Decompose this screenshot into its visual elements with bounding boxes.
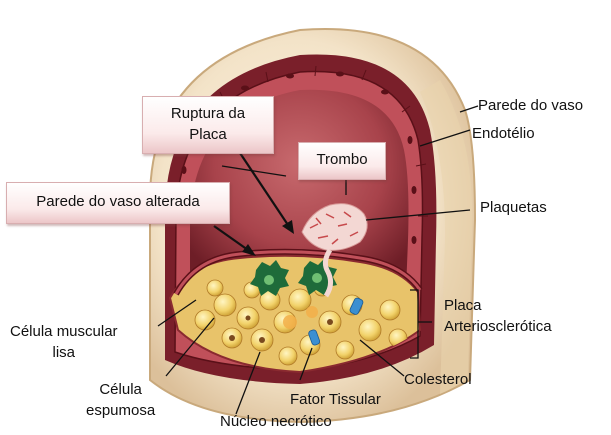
label-plaquetas: Plaquetas <box>480 198 547 217</box>
ruptura-line-1: Ruptura da <box>143 103 273 124</box>
celula-muscular-line-1: Célula muscular <box>10 322 118 341</box>
label-endotelio: Endotélio <box>472 124 535 143</box>
label-parede-alterada: Parede do vaso alterada <box>6 182 230 224</box>
label-fator-tissular: Fator Tissular <box>290 390 381 409</box>
label-ruptura-placa: Ruptura da Placa <box>142 96 274 154</box>
celula-espumosa-line-2: espumosa <box>86 401 155 420</box>
label-celula-muscular: Célula muscular lisa <box>10 322 118 362</box>
placa-line-1: Placa <box>444 296 552 315</box>
ruptura-line-2: Placa <box>143 124 273 145</box>
label-parede-vaso: Parede do vaso <box>478 96 583 115</box>
label-placa: Placa Arteriosclerótica <box>444 296 552 336</box>
label-celula-espumosa: Célula espumosa <box>86 380 155 420</box>
celula-muscular-line-2: lisa <box>10 343 118 362</box>
celula-espumosa-line-1: Célula <box>86 380 155 399</box>
trombo-text: Trombo <box>299 143 385 177</box>
label-nucleo-necrotico: Núcleo necrótico <box>220 412 332 431</box>
placa-line-2: Arteriosclerótica <box>444 317 552 336</box>
parede-alterada-text: Parede do vaso alterada <box>7 183 229 221</box>
label-trombo: Trombo <box>298 142 386 180</box>
label-colesterol: Colesterol <box>404 370 472 389</box>
